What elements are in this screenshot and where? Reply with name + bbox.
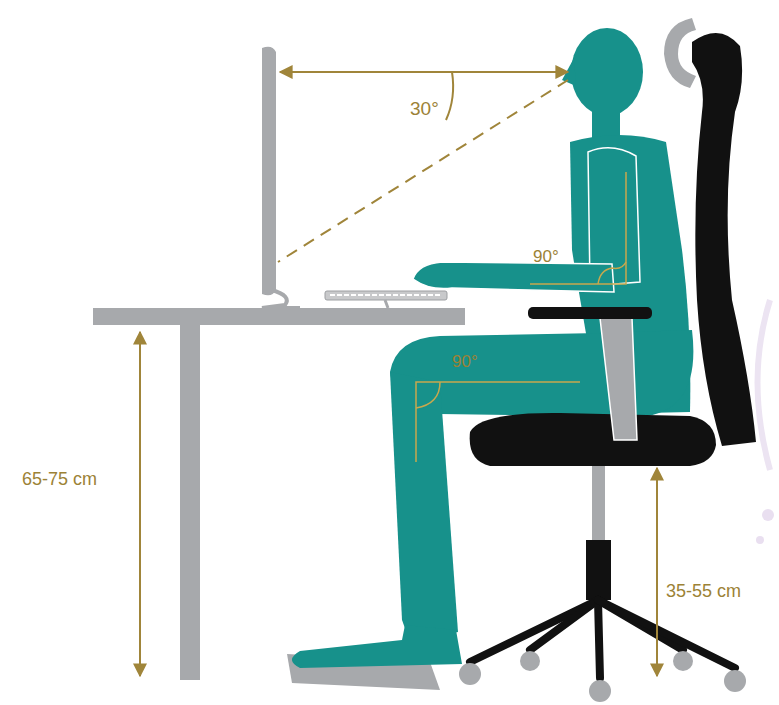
chair-backrest — [692, 33, 756, 446]
seated-person — [292, 28, 693, 668]
keyboard — [325, 291, 447, 300]
angle-arc — [446, 72, 453, 120]
chair-wheels — [459, 651, 746, 702]
watermark-arc — [758, 300, 771, 470]
desk-top — [93, 308, 465, 325]
person-lower-leg — [390, 372, 458, 642]
chair-base-star — [470, 600, 735, 678]
chair-cylinder — [586, 540, 611, 600]
chair-wheel — [459, 663, 481, 685]
knee-angle-marker — [416, 382, 580, 462]
person-foot — [292, 625, 462, 668]
chair-wheel — [724, 670, 746, 692]
watermark-dot — [756, 536, 764, 544]
monitor-screen — [262, 47, 276, 296]
elbow-angle-marker — [530, 172, 626, 284]
desk-height-arrow — [139, 332, 141, 676]
angle-label: 90° — [452, 353, 478, 370]
dimension-lines — [140, 72, 657, 676]
monitor-stand — [262, 290, 300, 308]
angle-label: 30° — [410, 99, 439, 118]
chair-wheel — [520, 651, 540, 671]
chair-armrest — [528, 307, 652, 319]
dimension-label: 35-55 cm — [666, 582, 741, 600]
chair-armrest-post — [600, 318, 637, 440]
viewing-distance-arrow — [280, 71, 568, 73]
angle-label: 90° — [533, 248, 559, 265]
chair-wheel — [589, 680, 611, 702]
keyboard-keys — [330, 294, 442, 296]
chair-base-arm — [530, 600, 598, 650]
person-head — [571, 28, 643, 116]
person-forearm — [413, 262, 614, 292]
seat-height-arrow — [656, 468, 658, 676]
elbow-angle-arc — [598, 262, 626, 284]
chair-seat — [470, 413, 716, 466]
chair-gas-lift — [592, 465, 605, 545]
desk-leg — [180, 325, 200, 680]
chair-base-arm — [598, 600, 600, 678]
gaze-line — [278, 80, 568, 262]
chair-wheel — [673, 651, 693, 671]
chair-base-arm — [598, 600, 735, 668]
chair-headrest — [664, 18, 696, 88]
watermark-dot — [762, 509, 774, 521]
knee-angle-arc — [416, 382, 440, 408]
dimension-label: 65-75 cm — [22, 470, 97, 488]
keyboard-foot — [385, 300, 388, 308]
